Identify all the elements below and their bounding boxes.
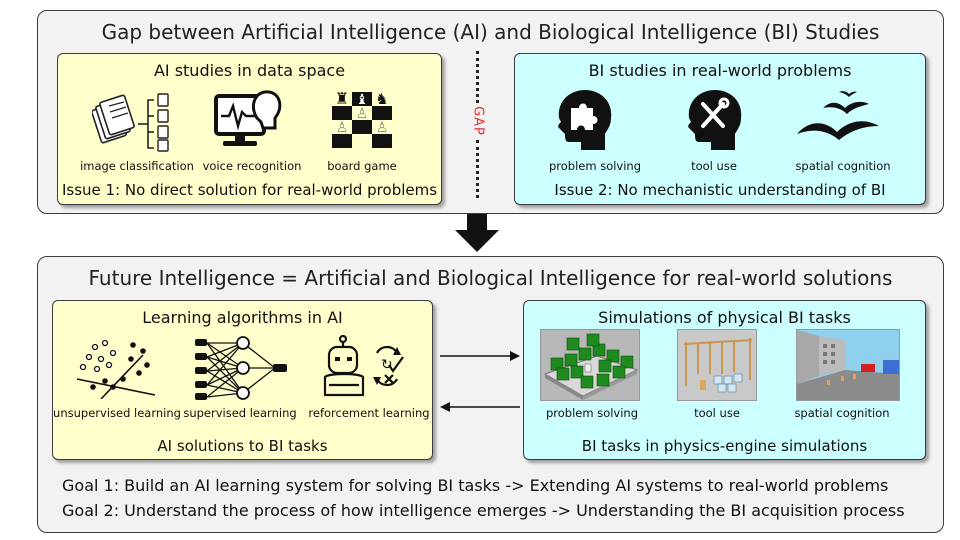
ai-studies-box: AI studies in data space	[57, 53, 442, 205]
simulations-title: Simulations of physical BI tasks	[598, 308, 851, 327]
left-arrow-icon	[440, 402, 520, 412]
svg-text:♞: ♞	[375, 90, 388, 108]
svg-text:♙: ♙	[336, 120, 349, 136]
sim-problem-solving-image	[540, 329, 640, 401]
bottom-panel-title: Future Intelligence = Artificial and Bio…	[88, 266, 893, 290]
label-unsupervised-learning: unsupervised learning	[53, 406, 181, 420]
svg-text:♙: ♙	[356, 106, 369, 122]
ai-issue: Issue 1: No direct solution for real-wor…	[61, 181, 438, 199]
gap-divider-bottom	[476, 140, 479, 198]
label-sim-spatial-cognition: spatial cognition	[794, 406, 890, 420]
puzzle-head-icon	[558, 90, 612, 150]
learning-algorithms-box: Learning algorithms in AI	[52, 300, 433, 460]
simulations-box: Simulations of physical BI tasks	[523, 300, 926, 460]
top-panel-title: Gap between Artificial Intelligence (AI)…	[101, 20, 880, 44]
voice-monitor-icon	[214, 90, 282, 146]
bi-studies-title: BI studies in real-world problems	[588, 61, 852, 80]
documents-icon	[92, 93, 169, 152]
svg-text:↻: ↻	[381, 357, 393, 373]
neural-network-icon	[195, 336, 287, 400]
sim-tool-use-image	[677, 329, 757, 401]
bi-studies-box: BI studies in real-world problems proble…	[514, 53, 926, 205]
svg-text:♙: ♙	[376, 120, 389, 136]
gap-divider-top	[476, 51, 479, 103]
down-arrow-icon	[455, 214, 499, 252]
svg-text:♝: ♝	[356, 92, 369, 108]
ai-solutions-footer: AI solutions to BI tasks	[157, 437, 328, 455]
simulations-footer: BI tasks in physics-engine simulations	[581, 437, 868, 455]
goal-1: Goal 1: Build an AI learning system for …	[62, 476, 889, 495]
sim-spatial-cognition-image	[796, 329, 900, 401]
svg-text:♜: ♜	[335, 89, 349, 108]
label-supervised-learning: supervised learning	[183, 406, 297, 420]
label-sim-problem-solving: problem solving	[545, 406, 639, 420]
birds-icon	[797, 91, 879, 140]
label-sim-tool-use: tool use	[694, 406, 740, 420]
label-board-game: board game	[327, 159, 397, 173]
label-tool-use: tool use	[691, 159, 737, 173]
label-image-classification: image classification	[80, 159, 194, 173]
ai-studies-title: AI studies in data space	[153, 61, 346, 80]
goal-2: Goal 2: Understand the process of how in…	[62, 501, 905, 520]
learning-algorithms-title: Learning algorithms in AI	[142, 308, 343, 327]
scatter-clusters-icon	[76, 339, 156, 399]
bi-issue: Issue 2: No mechanistic understanding of…	[554, 181, 886, 199]
robot-icon: ↻	[323, 335, 404, 397]
label-voice-recognition: voice recognition	[202, 159, 302, 173]
label-problem-solving: problem solving	[548, 159, 642, 173]
label-spatial-cognition: spatial cognition	[795, 159, 891, 173]
right-arrow-icon	[440, 351, 520, 361]
label-reinforcement-learning: reforcement learning	[308, 406, 430, 420]
chess-board-icon: ♜ ♝ ♞ ♙ ♙ ♙	[332, 89, 392, 148]
gap-label: GAP	[470, 106, 486, 136]
tools-head-icon	[688, 90, 742, 150]
